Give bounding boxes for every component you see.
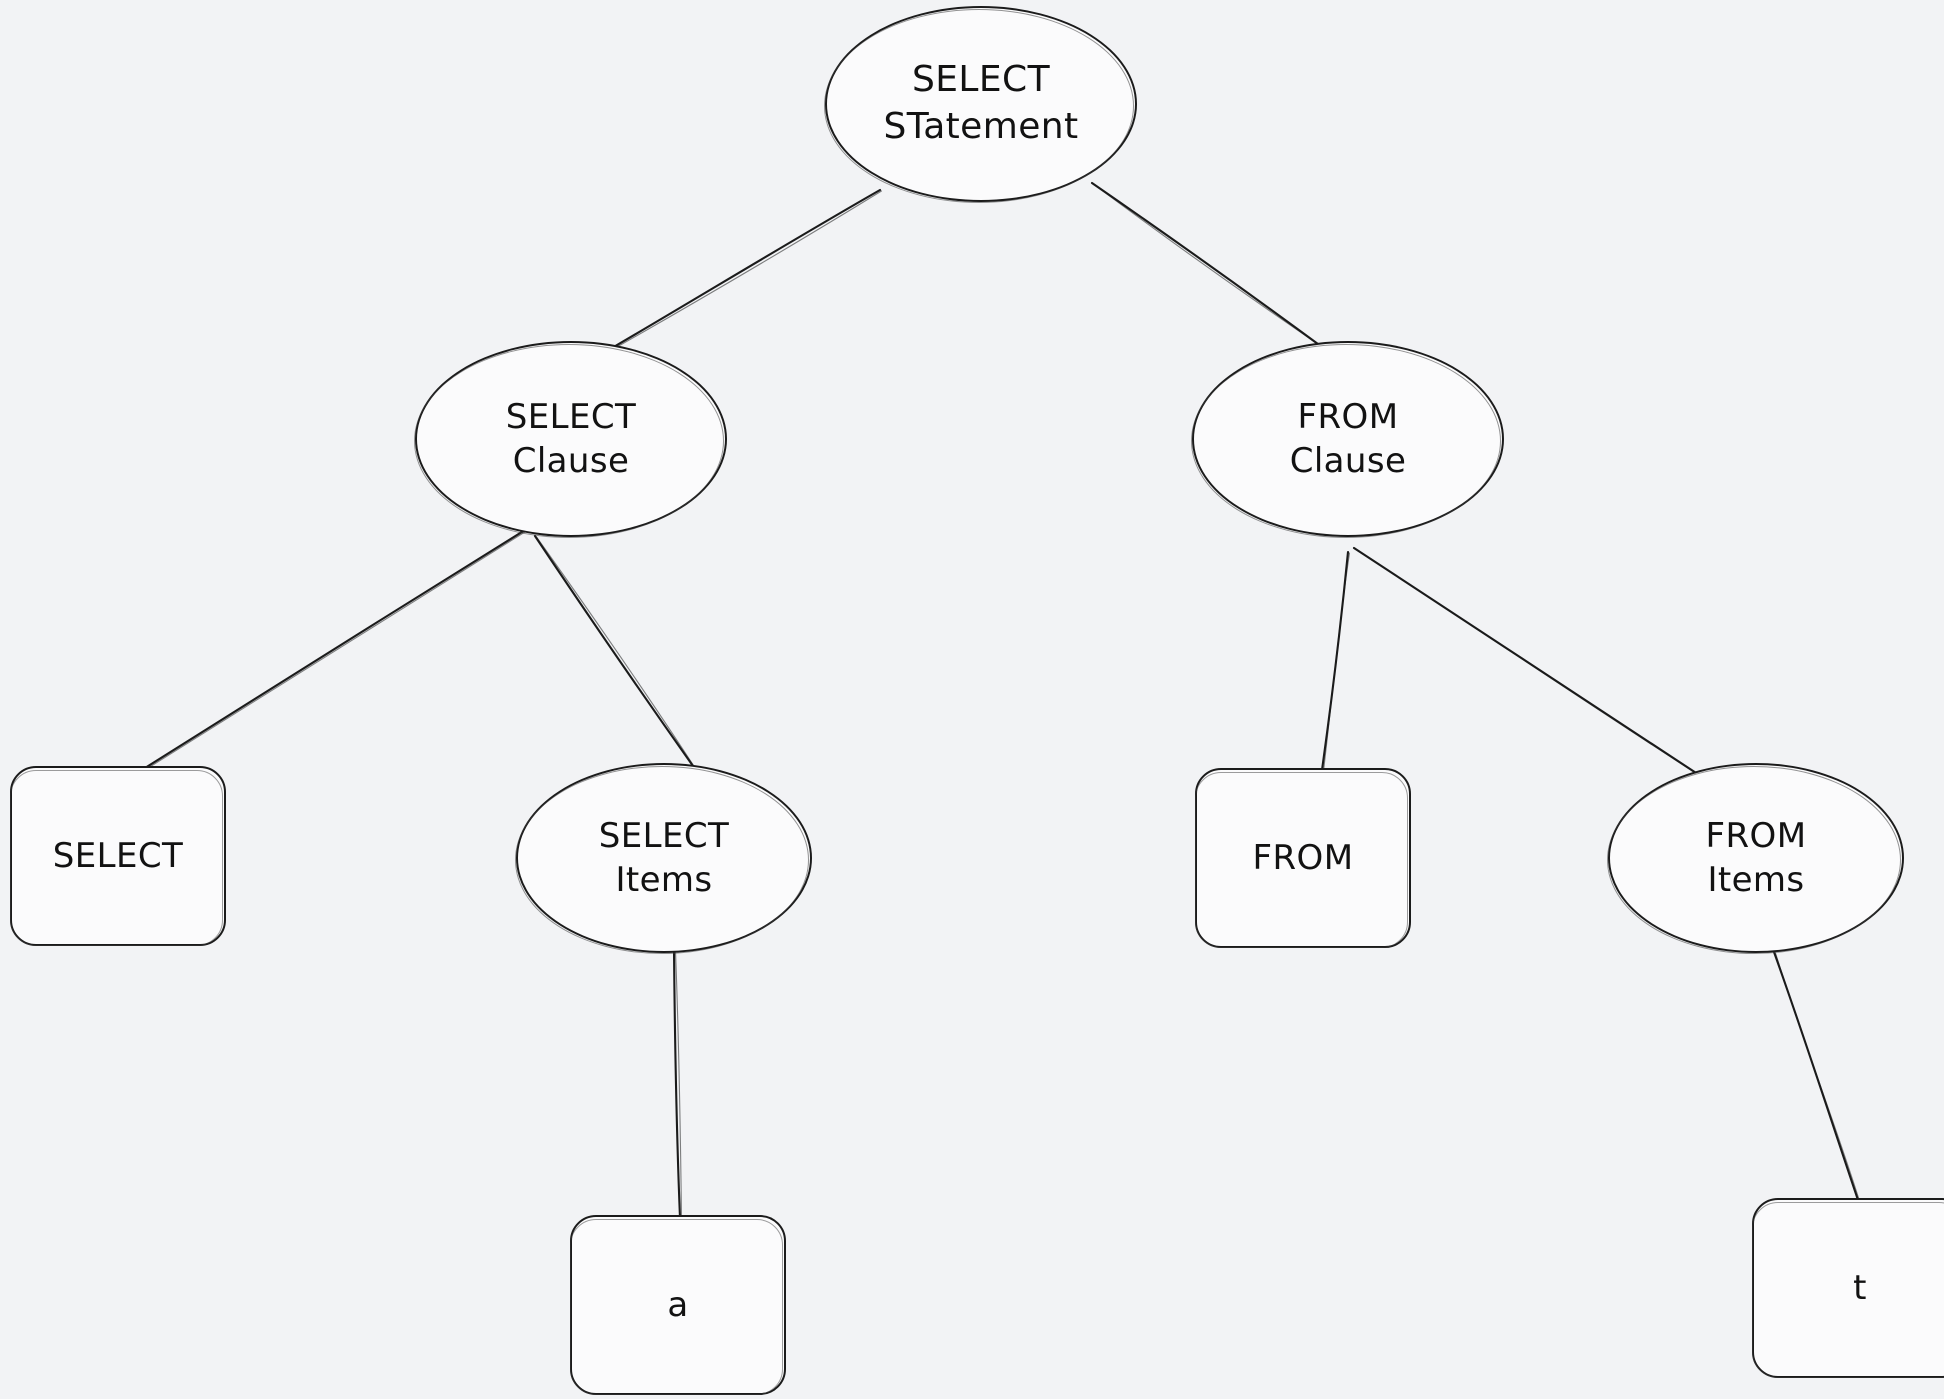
node-label-line1: SELECT xyxy=(912,59,1050,101)
node-a-literal[interactable]: a xyxy=(570,1215,786,1395)
node-label-line1: FROM xyxy=(1252,837,1354,878)
node-label-line1: t xyxy=(1853,1267,1867,1308)
node-select-keyword[interactable]: SELECT xyxy=(10,766,226,946)
node-label-line1: FROM xyxy=(1705,815,1807,856)
node-label-line2: Clause xyxy=(512,441,630,481)
node-label-line2: Clause xyxy=(1289,441,1407,481)
node-label-line1: SELECT xyxy=(52,835,184,876)
node-from-clause[interactable]: FROM Clause xyxy=(1191,341,1504,538)
node-label-line1: SELECT xyxy=(505,396,637,437)
node-label-line1: SELECT xyxy=(598,815,730,856)
node-select-items[interactable]: SELECT Items xyxy=(515,763,812,954)
node-label-line2: STatement xyxy=(883,106,1079,147)
node-from-keyword[interactable]: FROM xyxy=(1195,768,1411,948)
node-label-line1: a xyxy=(667,1284,689,1325)
node-from-items[interactable]: FROM Items xyxy=(1607,763,1904,954)
node-t-literal[interactable]: t xyxy=(1752,1198,1944,1378)
node-select-statement[interactable]: SELECT STatement xyxy=(824,6,1137,203)
node-label-line1: FROM xyxy=(1297,396,1399,437)
node-label-line2: Items xyxy=(615,860,713,900)
node-label-line2: Items xyxy=(1707,860,1805,900)
node-select-clause[interactable]: SELECT Clause xyxy=(414,341,727,538)
